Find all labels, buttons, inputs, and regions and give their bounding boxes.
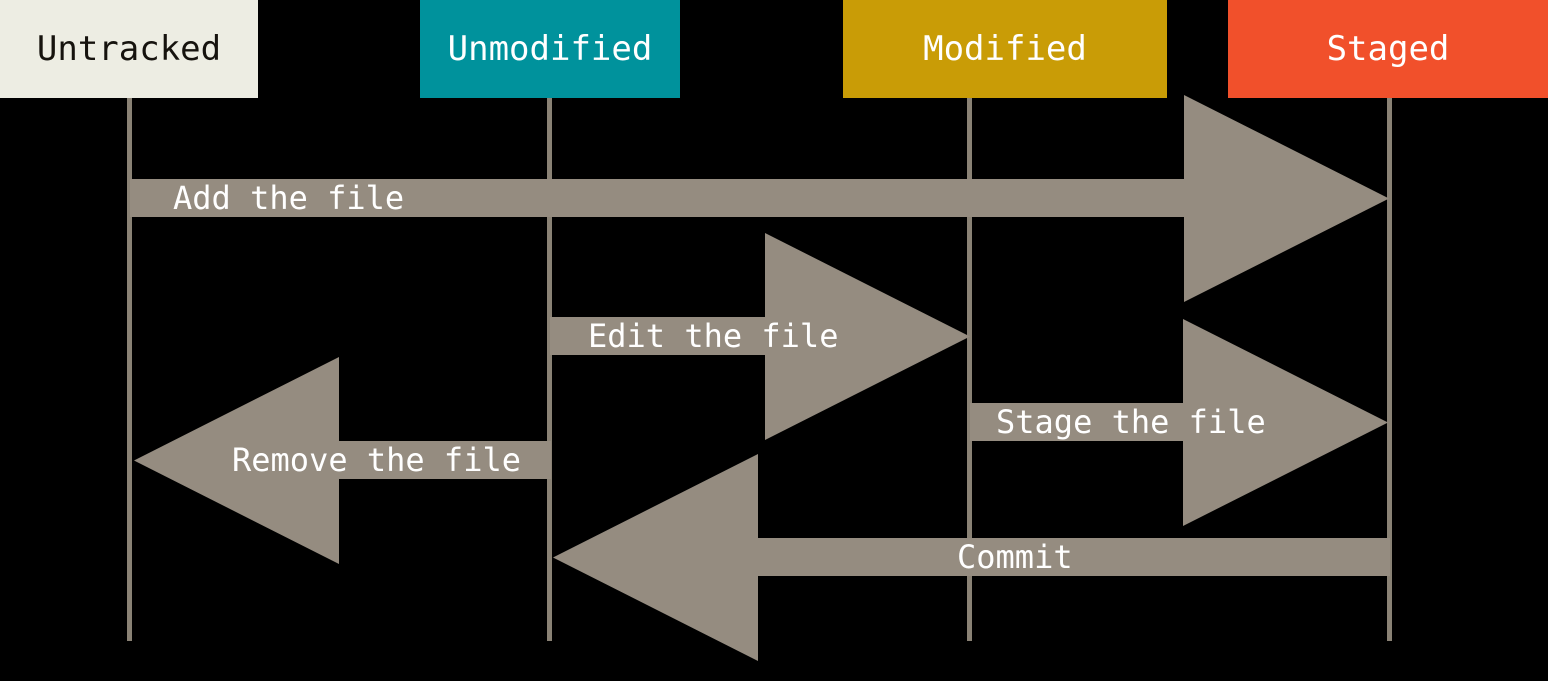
state-box-staged: Staged: [1228, 0, 1548, 98]
state-box-unmodified: Unmodified: [420, 0, 680, 98]
arrow-head-left-icon: [553, 454, 758, 661]
arrow-shaft-stage-the-file: [970, 403, 1185, 441]
arrow-shaft-commit: [756, 538, 1390, 576]
transition-label-add-the-file: Add the file: [173, 179, 405, 217]
state-box-untracked: Untracked: [0, 0, 258, 98]
state-label-untracked: Untracked: [36, 29, 222, 69]
arrow-shaft-add-the-file: [130, 179, 1186, 217]
transition-label-remove-the-file: Remove the file: [232, 441, 521, 479]
lifeline-staged: [1387, 98, 1392, 641]
state-label-modified: Modified: [923, 29, 1087, 69]
transition-label-edit-the-file: Edit the file: [588, 317, 839, 355]
transition-label-commit: Commit: [957, 538, 1073, 576]
arrow-head-right-icon: [1184, 95, 1389, 302]
arrow-shaft-edit-the-file: [550, 317, 767, 355]
state-label-staged: Staged: [1326, 29, 1450, 69]
lifeline-untracked: [127, 98, 132, 641]
lifeline-unmodified: [547, 98, 552, 641]
arrow-shaft-remove-the-file: [337, 441, 551, 479]
state-box-modified: Modified: [843, 0, 1167, 98]
lifeline-modified: [967, 98, 972, 641]
transition-label-stage-the-file: Stage the file: [996, 403, 1266, 441]
state-label-unmodified: Unmodified: [447, 29, 653, 69]
